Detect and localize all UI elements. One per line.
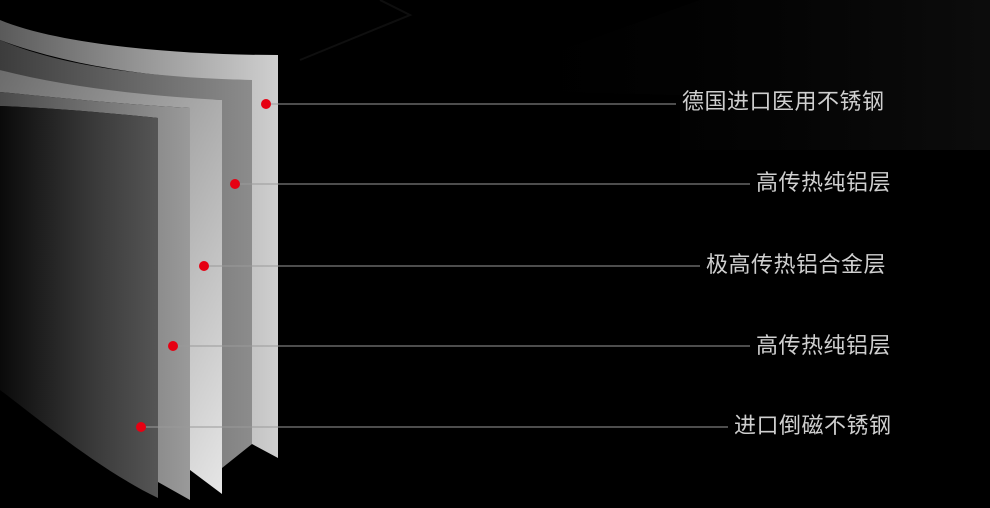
callout-marker-5 [136, 422, 146, 432]
layer-sheet-4 [0, 92, 190, 500]
layer-label-5: 进口倒磁不锈钢 [734, 414, 892, 439]
layer-sheet-back [0, 20, 278, 458]
layer-label-2: 高传热纯铝层 [756, 171, 892, 196]
layer-label-3: 极高传热铝合金层 [706, 253, 887, 278]
callout-marker-1 [261, 99, 271, 109]
callout-marker-4 [168, 341, 178, 351]
background-texture [299, 0, 990, 150]
callout-marker-2 [230, 179, 240, 189]
layer-sheet-2 [0, 40, 252, 468]
layer-sheet-3 [0, 70, 222, 494]
layer-sheet-front [0, 106, 158, 498]
callout-marker-3 [199, 261, 209, 271]
layer-label-4: 高传热纯铝层 [756, 334, 892, 359]
layer-label-1: 德国进口医用不锈钢 [682, 90, 885, 115]
